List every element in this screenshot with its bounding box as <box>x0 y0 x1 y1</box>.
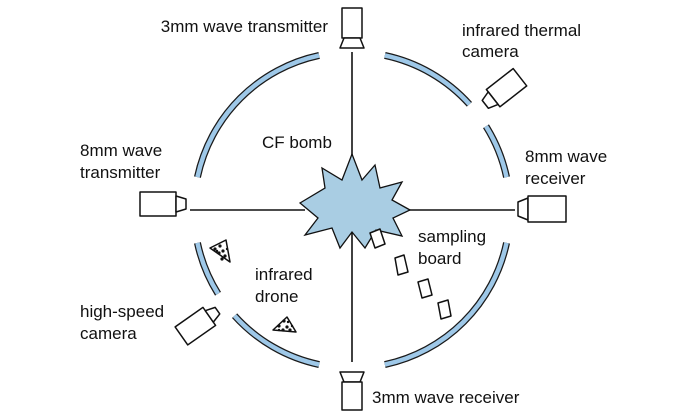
ring-arc <box>384 53 472 106</box>
ring-arc <box>195 53 320 178</box>
8mm-receiver-icon <box>517 195 567 223</box>
cf-bomb-burst <box>298 152 412 250</box>
label-8mm-transmitter-1: 8mm wave <box>80 141 162 160</box>
label-ir-drone-1: infrared <box>255 265 313 284</box>
label-high-speed-camera-2: camera <box>80 324 137 343</box>
sampling-board-4 <box>437 299 452 320</box>
3mm-receiver-icon <box>339 371 365 411</box>
sampling-board-1 <box>369 228 386 249</box>
label-8mm-receiver-2: receiver <box>525 169 586 188</box>
sampling-board-2 <box>394 254 409 276</box>
label-ir-thermal-camera-1: infrared thermal <box>462 21 581 40</box>
label-high-speed-camera-1: high-speed <box>80 302 164 321</box>
3mm-transmitter-icon <box>339 7 365 49</box>
label-ir-drone-2: drone <box>255 287 298 306</box>
ir-drone-target-1 <box>209 239 231 263</box>
ring-arc-outline <box>384 52 473 107</box>
label-ir-thermal-camera-2: camera <box>462 42 519 61</box>
8mm-transmitter-icon <box>139 191 187 217</box>
label-8mm-transmitter-2: transmitter <box>80 163 161 182</box>
sampling-boards <box>369 228 452 320</box>
label-8mm-receiver-1: 8mm wave <box>525 147 607 166</box>
sampling-board-3 <box>417 278 433 299</box>
label-3mm-receiver: 3mm wave receiver <box>372 388 520 407</box>
label-sampling-board-2: board <box>418 249 461 268</box>
ring-arc-outline <box>194 52 320 178</box>
label-sampling-board-1: sampling <box>418 227 486 246</box>
ir-drone-target-2 <box>272 316 297 333</box>
label-cf-bomb: CF bomb <box>262 133 332 152</box>
label-3mm-transmitter: 3mm wave transmitter <box>161 17 329 36</box>
ir-thermal-camera-icon <box>481 67 528 110</box>
test-ring <box>194 52 510 368</box>
ring-arc <box>195 242 220 295</box>
ring-arc <box>232 314 320 367</box>
ring-arc-outline <box>231 313 320 368</box>
high-speed-camera-icon <box>174 306 221 346</box>
ring-arc <box>384 242 509 367</box>
ring-arc <box>484 125 509 178</box>
